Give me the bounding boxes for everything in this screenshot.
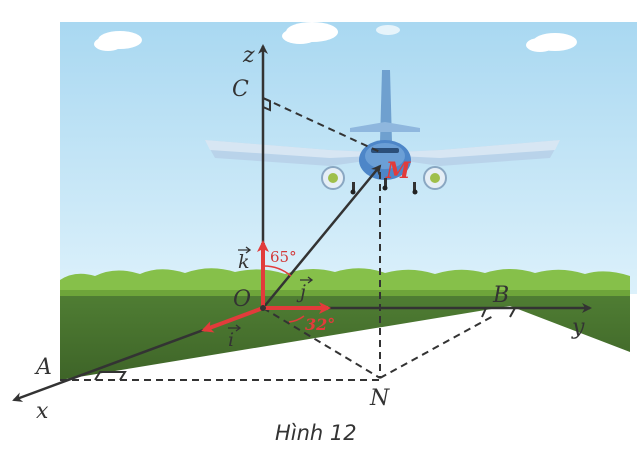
vector-OM [262, 164, 382, 309]
label-O: O [233, 287, 251, 312]
right-angle-marks [94, 97, 517, 381]
figure-caption: Hình 12 [275, 421, 357, 445]
angle-arc-65 [262, 265, 292, 277]
label-j: j [296, 281, 306, 303]
field [60, 296, 630, 380]
airplane-illustration [205, 70, 560, 195]
label-N: N [369, 386, 390, 411]
origin-dot [260, 305, 266, 311]
label-y: y [571, 315, 585, 340]
label-M: M [385, 158, 411, 184]
label-k-group: k [238, 246, 252, 273]
label-C: C [232, 77, 249, 102]
label-B: B [492, 283, 509, 308]
label-A: A [34, 355, 52, 380]
hedge [60, 268, 630, 296]
label-k: k [238, 251, 250, 273]
angle-label-32: 32° [305, 315, 335, 334]
label-i-group: i [228, 324, 242, 351]
label-x: x [36, 399, 49, 424]
vector-i [201, 306, 264, 333]
clouds [94, 22, 577, 52]
label-j-group: j [296, 276, 314, 303]
label-z: z [242, 43, 255, 68]
angle-label-65: 65° [270, 248, 297, 266]
label-i: i [228, 329, 234, 351]
dashed-lines [60, 97, 496, 381]
angle-arc-32 [288, 315, 305, 323]
